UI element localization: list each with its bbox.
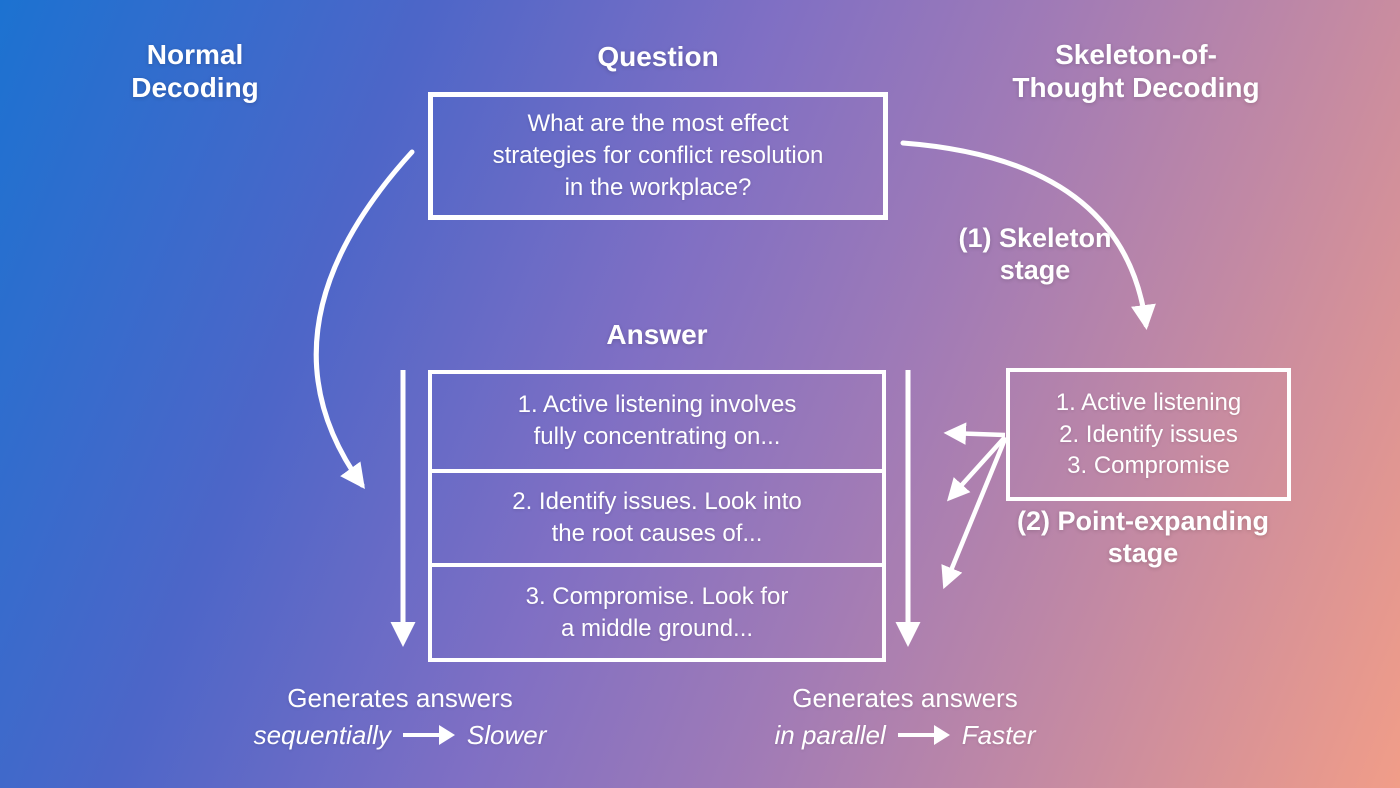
caption-normal-line1: Generates answers bbox=[287, 683, 513, 713]
right-arrow-icon bbox=[402, 724, 455, 745]
answer-row-2: 2. Identify issues. Look into the root c… bbox=[432, 468, 882, 564]
answer-box: 1. Active listening involves fully conce… bbox=[428, 370, 886, 662]
caption-normal-result: Slower bbox=[466, 719, 547, 750]
answer-text-2: 2. Identify issues. Look into the root c… bbox=[512, 488, 802, 547]
caption-sot-result: Faster bbox=[961, 719, 1036, 750]
skeleton-stage-label: (1) Skeleton stage bbox=[958, 223, 1112, 285]
caption-sot-decoding: Generates answers in parallel Faster bbox=[745, 682, 1065, 751]
caption-normal-decoding: Generates answers sequentially Slower bbox=[240, 682, 560, 751]
caption-normal-emphasis: sequentially bbox=[253, 719, 391, 750]
expand-arrow-point-2 bbox=[946, 435, 1007, 502]
caption-sot-line2: in parallel Faster bbox=[745, 719, 1065, 752]
sot-decoding-header: Skeleton-of- Thought Decoding bbox=[1012, 39, 1260, 104]
normal-decoding-header: Normal Decoding bbox=[131, 39, 259, 104]
question-text: What are the most effect strategies for … bbox=[492, 110, 824, 201]
curved-arrow-question-to-answer bbox=[313, 149, 415, 490]
answer-row-3: 3. Compromise. Look for a middle ground.… bbox=[432, 563, 882, 658]
caption-normal-line2: sequentially Slower bbox=[240, 719, 560, 752]
answer-row-1: 1. Active listening involves fully conce… bbox=[432, 374, 882, 469]
skeleton-text: 1. Active listening 2. Identify issues 3… bbox=[1055, 388, 1242, 480]
question-header: Question bbox=[597, 41, 719, 72]
point-expanding-stage-label: (2) Point-expanding stage bbox=[1017, 506, 1269, 568]
skeleton-box: 1. Active listening 2. Identify issues 3… bbox=[1006, 368, 1291, 501]
question-box: What are the most effect strategies for … bbox=[428, 92, 888, 220]
expand-arrow-point-1 bbox=[943, 422, 1006, 445]
caption-sot-line1: Generates answers bbox=[792, 683, 1018, 713]
answer-header: Answer bbox=[606, 319, 708, 350]
right-arrow-icon bbox=[897, 724, 950, 745]
caption-sot-emphasis: in parallel bbox=[774, 719, 886, 750]
answer-text-1: 1. Active listening involves fully conce… bbox=[517, 391, 797, 451]
answer-text-3: 3. Compromise. Look for a middle ground.… bbox=[525, 582, 789, 642]
